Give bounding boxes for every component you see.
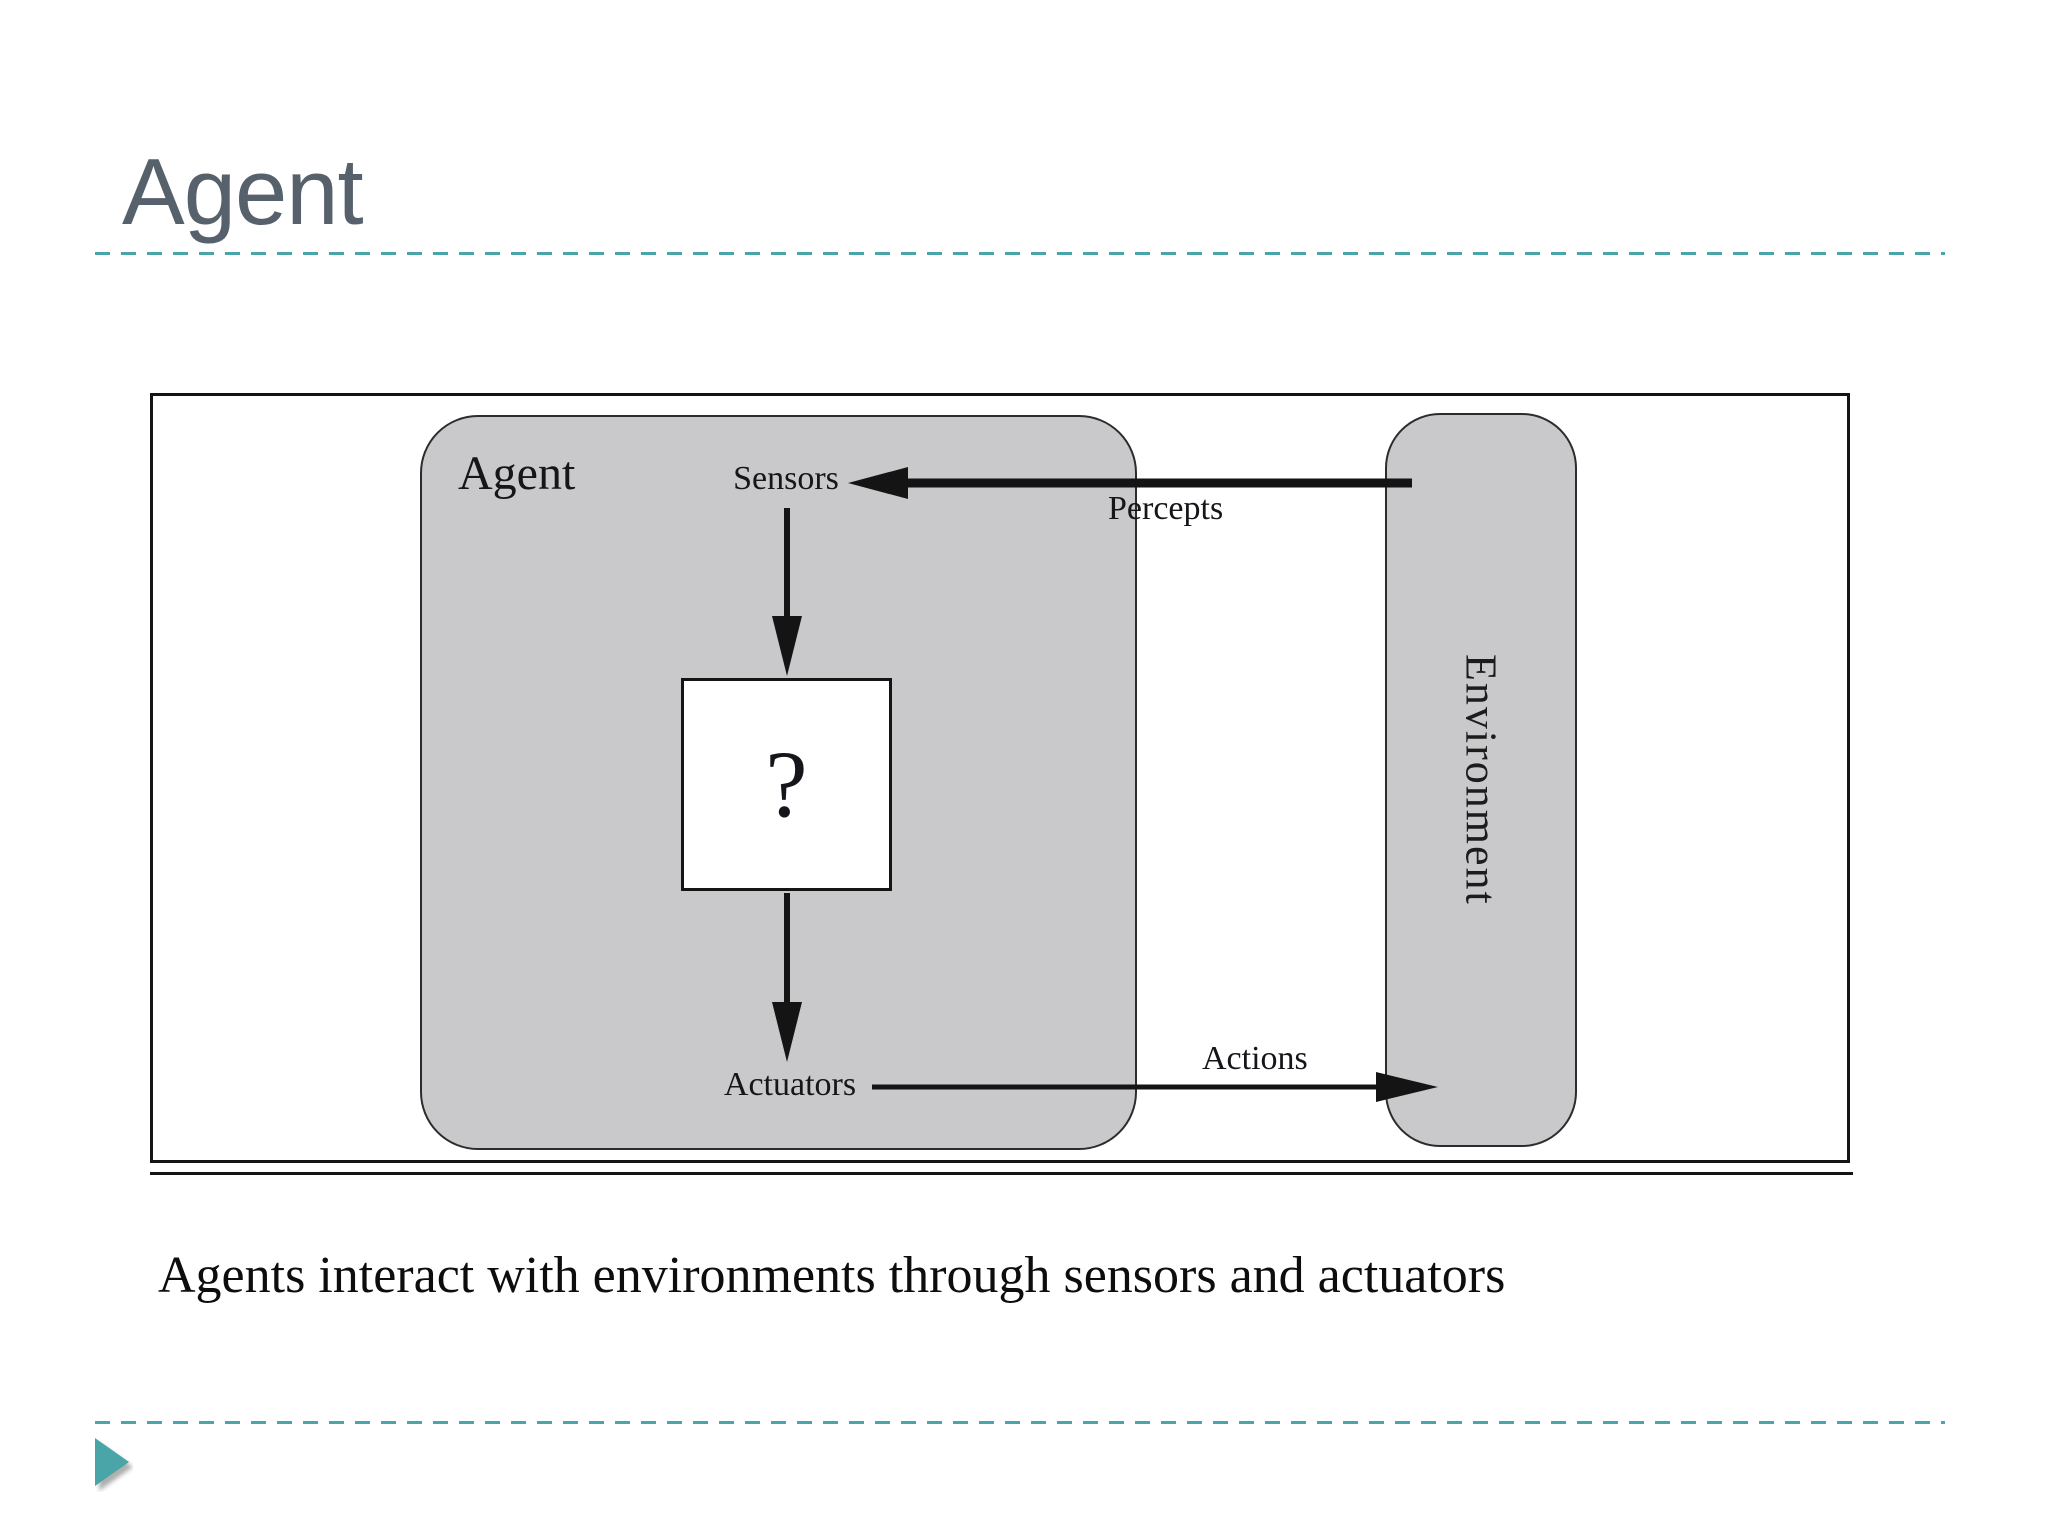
right-pointing-triangle-icon xyxy=(95,1438,129,1486)
agent-label: Agent xyxy=(458,447,576,500)
actions-label: Actions xyxy=(1202,1040,1308,1077)
caption: Agents interact with environments throug… xyxy=(158,1247,1506,1304)
percepts-label: Percepts xyxy=(1108,490,1224,527)
environment-box: Environment xyxy=(1385,413,1577,1147)
footer-divider xyxy=(95,1421,1945,1424)
page-title: Agent xyxy=(122,139,364,244)
actuators-label: Actuators xyxy=(723,1066,857,1103)
sensors-label: Sensors xyxy=(733,460,839,497)
decision-box: ? xyxy=(681,678,892,891)
figure-frame-baseline xyxy=(150,1172,1853,1175)
environment-label: Environment xyxy=(1456,654,1506,906)
title-divider xyxy=(95,252,1945,255)
question-mark: ? xyxy=(765,731,808,837)
